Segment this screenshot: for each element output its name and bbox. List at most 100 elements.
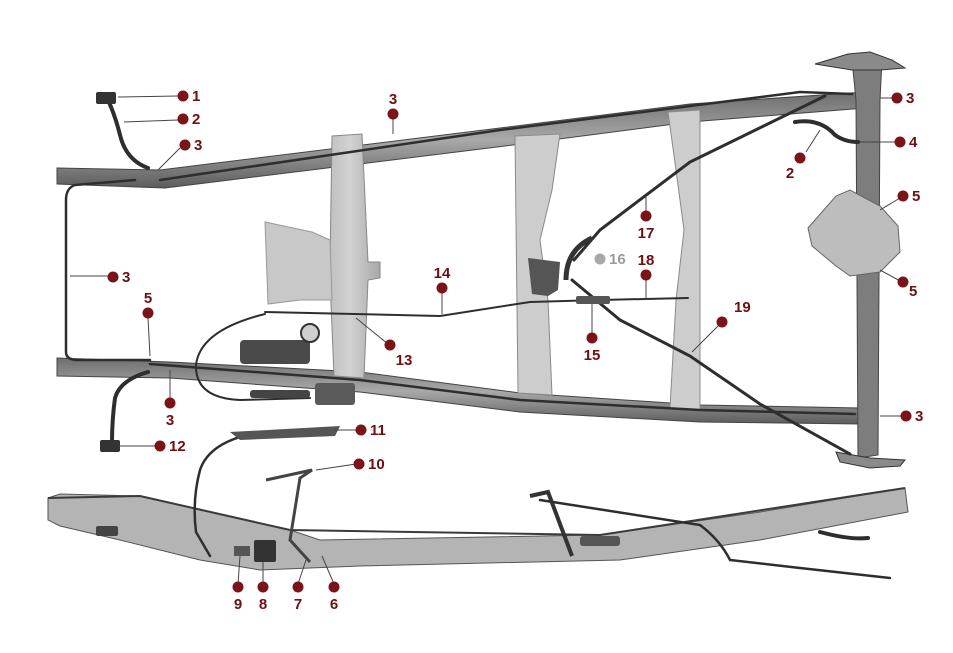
side-fitting-left	[96, 526, 118, 536]
upper-diagonal-tube	[572, 94, 827, 262]
callout-c13: 13	[384, 339, 413, 369]
callout-number: 3	[906, 90, 914, 107]
leader-5c	[147, 317, 151, 357]
leader-9	[237, 555, 241, 585]
callout-dot	[897, 276, 909, 288]
callout-c14: 14	[434, 265, 451, 294]
callout-dot	[177, 113, 189, 125]
leader-5a	[879, 197, 901, 211]
callout-number: 3	[389, 91, 397, 108]
callout-dot	[436, 282, 448, 294]
callout-number: 2	[192, 111, 200, 128]
callout-dot	[384, 339, 396, 351]
callout-dot	[716, 316, 728, 328]
callout-c3c: 3	[107, 269, 130, 286]
callout-dot	[794, 152, 806, 164]
side-master-cylinder	[254, 540, 276, 562]
callout-dot	[328, 581, 340, 593]
leader-2b	[805, 129, 821, 153]
callout-c15: 15	[584, 332, 601, 364]
callout-dot	[179, 139, 191, 151]
callout-c1: 1	[177, 88, 200, 105]
callout-number: 3	[122, 269, 130, 286]
callout-c17: 17	[638, 210, 655, 242]
lower-brake-tube	[148, 362, 857, 416]
side-frame-rail	[47, 487, 909, 571]
callout-dot	[164, 397, 176, 409]
pedal-bracket	[315, 383, 355, 405]
middle-cross-member-right	[667, 109, 701, 411]
brake-rod	[250, 390, 310, 398]
hand-brake-cable	[264, 297, 689, 318]
callout-number: 1	[192, 88, 200, 105]
callout-dot	[142, 307, 154, 319]
leader-lines	[70, 95, 904, 585]
brake-lines	[64, 90, 892, 580]
callout-dot	[897, 190, 909, 202]
callout-c3e: 3	[891, 90, 914, 107]
callout-number: 2	[786, 165, 794, 182]
upper-brake-tube	[158, 90, 854, 182]
callout-dot	[232, 581, 244, 593]
callout-c7: 7	[292, 581, 304, 613]
callout-number: 14	[434, 265, 451, 282]
rear-top-bracket	[814, 51, 907, 71]
callout-c3d: 3	[164, 397, 176, 429]
parking-brake-lever	[265, 468, 313, 564]
callout-c19: 19	[716, 299, 751, 328]
front-brake-tube	[64, 178, 152, 362]
callout-number: 5	[144, 290, 152, 307]
callout-number: 16	[609, 251, 626, 268]
pedal-pivot	[300, 323, 320, 343]
equalizer	[576, 296, 610, 304]
callout-number: 8	[259, 596, 267, 613]
callout-number: 13	[396, 352, 413, 369]
callout-dot	[640, 269, 652, 281]
callout-dot	[353, 458, 365, 470]
pedal-cable-loop	[194, 313, 311, 402]
leader-2a	[123, 119, 179, 123]
callout-number: 9	[234, 596, 242, 613]
callout-dot	[355, 424, 367, 436]
callout-number: 12	[169, 438, 186, 455]
rear-side-cable	[538, 498, 892, 580]
master-cylinder-line	[193, 430, 264, 558]
leader-1	[117, 95, 179, 98]
callout-dot	[640, 210, 652, 222]
callout-number: 15	[584, 347, 601, 364]
front-bracket	[264, 221, 333, 305]
rear-bottom-bracket	[835, 451, 907, 469]
callout-c5b: 5	[897, 276, 917, 300]
callout-c2b: 2	[786, 152, 806, 182]
side-hose	[818, 530, 870, 541]
wheel-cylinder-lower-left	[100, 440, 120, 452]
leader-19	[691, 321, 723, 353]
callout-dot	[257, 581, 269, 593]
callout-c4: 4	[894, 134, 918, 151]
hand-brake-handle	[230, 426, 340, 440]
callout-number: 3	[915, 408, 923, 425]
callout-number: 3	[166, 412, 174, 429]
callout-c16: 16	[594, 251, 626, 268]
callout-number: 18	[638, 252, 655, 269]
callout-dot	[586, 332, 598, 344]
callout-c8: 8	[257, 581, 269, 613]
callout-dot	[387, 108, 399, 120]
callout-c5a: 5	[897, 188, 920, 205]
callout-number: 17	[638, 225, 655, 242]
callout-c10: 10	[353, 456, 385, 473]
callout-c11: 11	[355, 422, 386, 439]
rear-right-hose	[793, 119, 860, 144]
brake-lever-assembly	[528, 258, 560, 296]
chassis-frame	[56, 51, 907, 469]
callout-dot	[154, 440, 166, 452]
upper-frame-rail	[56, 91, 866, 189]
front-left-lower-hose	[110, 370, 150, 444]
callout-number: 5	[909, 283, 917, 300]
leader-6	[321, 555, 335, 585]
callout-number: 10	[368, 456, 385, 473]
side-cylinder	[580, 536, 620, 546]
